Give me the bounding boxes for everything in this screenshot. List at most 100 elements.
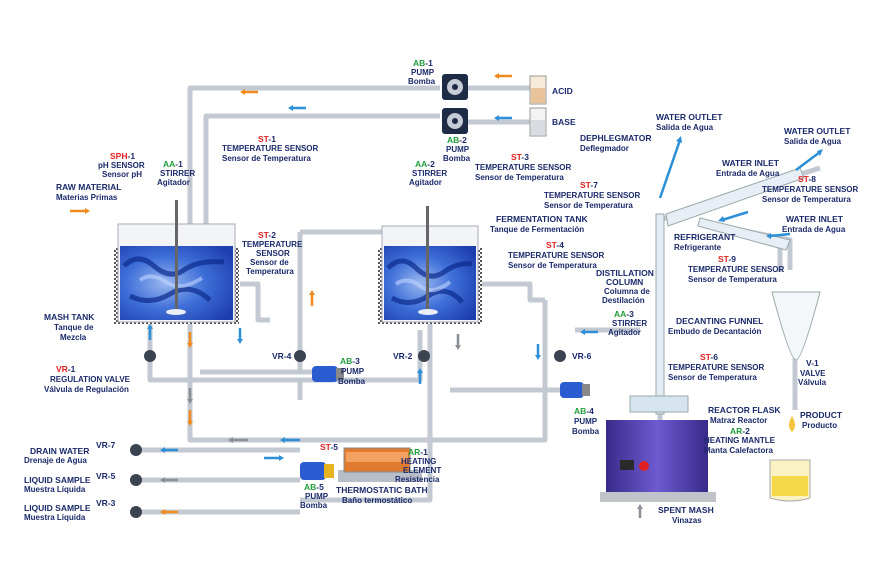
svg-text:STIRRER: STIRRER	[160, 169, 195, 178]
svg-text:VR-7: VR-7	[96, 440, 116, 450]
svg-text:AA-1: AA-1	[163, 159, 183, 169]
svg-text:TEMPERATURE SENSOR: TEMPERATURE SENSOR	[668, 363, 765, 372]
svg-text:Sensor pH: Sensor pH	[102, 170, 142, 179]
svg-text:Matraz Reactor: Matraz Reactor	[710, 416, 767, 425]
svg-text:Sensor de Temperatura: Sensor de Temperatura	[544, 201, 633, 210]
svg-text:LIQUID SAMPLE: LIQUID SAMPLE	[24, 503, 91, 513]
svg-text:Sensor de Temperatura: Sensor de Temperatura	[668, 373, 757, 382]
svg-text:VR-6: VR-6	[572, 351, 592, 361]
svg-text:ST-5: ST-5	[320, 442, 338, 452]
pump-ab4-icon	[560, 382, 590, 398]
pump-ab2-icon	[442, 108, 468, 134]
svg-text:Bomba: Bomba	[408, 77, 436, 86]
svg-text:pH SENSOR: pH SENSOR	[98, 161, 145, 170]
svg-text:AB-5: AB-5	[304, 482, 324, 492]
svg-text:Resistencia: Resistencia	[395, 475, 440, 484]
pump-ab1-icon	[442, 74, 468, 100]
svg-text:Tanque de: Tanque de	[54, 323, 94, 332]
svg-text:MASH TANK: MASH TANK	[44, 312, 95, 322]
svg-text:AR-2: AR-2	[730, 426, 750, 436]
svg-text:PUMP: PUMP	[341, 367, 365, 376]
svg-text:AA-2: AA-2	[415, 159, 435, 169]
svg-text:WATER OUTLET: WATER OUTLET	[784, 126, 851, 136]
svg-text:RAW MATERIAL: RAW MATERIAL	[56, 182, 121, 192]
svg-text:TEMPERATURE SENSOR: TEMPERATURE SENSOR	[475, 163, 572, 172]
svg-text:DECANTING FUNNEL: DECANTING FUNNEL	[676, 316, 763, 326]
fermentation-tank	[378, 206, 482, 324]
svg-text:Válvula de Regulación: Válvula de Regulación	[44, 385, 129, 394]
svg-text:SPH-1: SPH-1	[110, 151, 135, 161]
svg-text:Salida de Agua: Salida de Agua	[784, 137, 842, 146]
svg-text:STIRRER: STIRRER	[612, 319, 647, 328]
svg-text:ST-4: ST-4	[546, 240, 564, 250]
svg-text:ACID: ACID	[552, 86, 573, 96]
svg-text:WATER INLET: WATER INLET	[786, 214, 844, 224]
svg-text:Tanque de Fermentación: Tanque de Fermentación	[490, 225, 584, 234]
svg-text:PRODUCT: PRODUCT	[800, 410, 843, 420]
ab2-label: AB-2	[447, 135, 467, 145]
svg-text:AA-3: AA-3	[614, 309, 634, 319]
svg-text:VR-5: VR-5	[96, 471, 116, 481]
svg-text:ELEMENT: ELEMENT	[403, 466, 441, 475]
svg-text:ST-1: ST-1	[258, 134, 276, 144]
svg-text:Entrada de Agua: Entrada de Agua	[716, 169, 780, 178]
svg-text:WATER OUTLET: WATER OUTLET	[656, 112, 723, 122]
svg-text:ST-3: ST-3	[511, 152, 529, 162]
svg-text:Válvula: Válvula	[798, 378, 827, 387]
svg-text:SPENT MASH: SPENT MASH	[658, 505, 714, 515]
svg-text:TEMPERATURE SENSOR: TEMPERATURE SENSOR	[688, 265, 785, 274]
svg-text:Producto: Producto	[802, 421, 837, 430]
svg-text:ST-8: ST-8	[798, 174, 816, 184]
svg-text:DISTILLATION: DISTILLATION	[596, 268, 654, 278]
svg-text:Manta Calefactora: Manta Calefactora	[704, 446, 773, 455]
ab1-label: AB-1	[413, 58, 433, 68]
svg-text:Muestra Líquida: Muestra Líquida	[24, 513, 86, 522]
thermostatic-bath-icon	[338, 447, 422, 482]
svg-text:ST-7: ST-7	[580, 180, 598, 190]
svg-text:VALVE: VALVE	[800, 369, 826, 378]
svg-text:Agitador: Agitador	[409, 178, 442, 187]
distillation-assembly	[600, 167, 821, 502]
svg-text:Bomba: Bomba	[572, 427, 600, 436]
svg-text:TEMPERATURE SENSOR: TEMPERATURE SENSOR	[544, 191, 641, 200]
pump-ab5-icon	[300, 462, 334, 480]
pump-ab3-icon	[312, 366, 344, 382]
svg-text:VR-2: VR-2	[393, 351, 413, 361]
svg-text:Bomba: Bomba	[338, 377, 366, 386]
pipes	[140, 85, 821, 515]
svg-text:Refrigerante: Refrigerante	[674, 243, 722, 252]
svg-text:Destilación: Destilación	[602, 296, 645, 305]
svg-text:STIRRER: STIRRER	[412, 169, 447, 178]
svg-text:LIQUID SAMPLE: LIQUID SAMPLE	[24, 475, 91, 485]
svg-text:COLUMN: COLUMN	[606, 277, 643, 287]
svg-text:Temperatura: Temperatura	[246, 267, 294, 276]
svg-text:Sensor de Temperatura: Sensor de Temperatura	[475, 173, 564, 182]
svg-text:Bomba: Bomba	[443, 154, 471, 163]
svg-text:AB-4: AB-4	[574, 406, 594, 416]
svg-text:PUMP: PUMP	[411, 68, 435, 77]
svg-text:Materias Primas: Materias Primas	[56, 193, 118, 202]
labels: AB-1 PUMP Bomba AB-2 PUMP Bomba ACID BAS…	[24, 58, 859, 525]
svg-text:Drenaje de Agua: Drenaje de Agua	[24, 456, 87, 465]
svg-text:Sensor de Temperatura: Sensor de Temperatura	[508, 261, 597, 270]
svg-text:AR-1: AR-1	[408, 447, 428, 457]
svg-text:REACTOR FLASK: REACTOR FLASK	[708, 405, 781, 415]
svg-text:VR-4: VR-4	[272, 351, 292, 361]
svg-text:Muestra Líquida: Muestra Líquida	[24, 485, 86, 494]
acid-container-icon	[529, 75, 547, 105]
svg-text:Sensor de Temperatura: Sensor de Temperatura	[688, 275, 777, 284]
svg-text:Vinazas: Vinazas	[672, 516, 702, 525]
svg-text:DRAIN WATER: DRAIN WATER	[30, 446, 89, 456]
svg-text:TEMPERATURE: TEMPERATURE	[242, 240, 303, 249]
svg-text:Baño termostático: Baño termostático	[342, 496, 412, 505]
svg-text:Agitador: Agitador	[157, 178, 190, 187]
svg-text:VR-1: VR-1	[56, 364, 76, 374]
svg-text:SENSOR: SENSOR	[256, 249, 290, 258]
svg-text:Embudo de Decantación: Embudo de Decantación	[668, 327, 761, 336]
svg-text:PUMP: PUMP	[305, 492, 329, 501]
svg-text:Bomba: Bomba	[300, 501, 328, 510]
svg-text:V-1: V-1	[806, 358, 819, 368]
svg-text:Sensor de Temperatura: Sensor de Temperatura	[762, 195, 851, 204]
svg-text:HEATING MANTLE: HEATING MANTLE	[704, 436, 776, 445]
